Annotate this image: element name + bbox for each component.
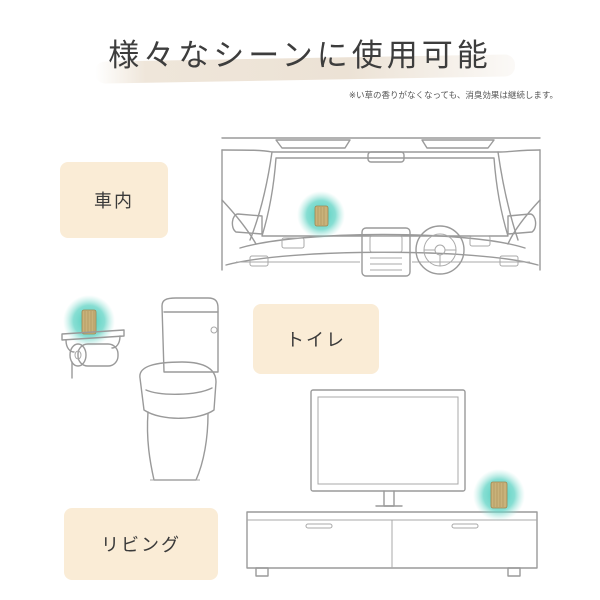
scene-label-toilet-text: トイレ (286, 330, 346, 351)
scene-label-toilet: トイレ (253, 304, 379, 374)
scene-label-living-text: リビング (101, 535, 181, 556)
scene-label-car-text: 車内 (94, 191, 134, 212)
toilet-illustration (61, 295, 219, 481)
page-title: 様々なシーンに使用可能 (108, 38, 492, 74)
living-room-illustration (246, 389, 538, 577)
car-interior-illustration (221, 137, 541, 277)
footnote: ※い草の香りがなくなっても、消臭効果は継続します。 (348, 91, 558, 101)
scene-label-living: リビング (64, 508, 218, 580)
scene-label-car: 車内 (60, 162, 168, 238)
